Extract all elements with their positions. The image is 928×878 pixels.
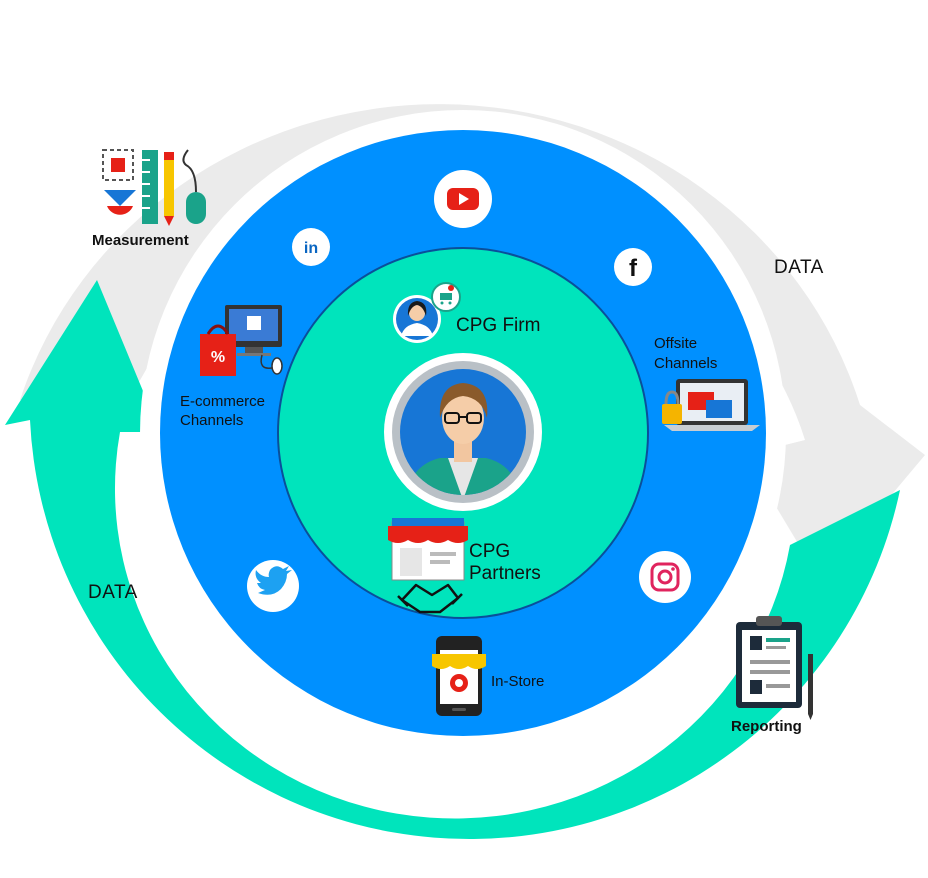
cpg-partners-label-line2: Partners (469, 563, 541, 584)
teal-cycle-arrow (5, 280, 900, 840)
svg-text:f: f (629, 255, 638, 282)
instagram-icon (639, 551, 691, 603)
in-store-phone-icon (432, 636, 486, 716)
twitter-icon (247, 560, 299, 612)
handshake-icon (397, 583, 463, 614)
measurement-tools-icon (102, 149, 206, 226)
in-store-label: In-Store (491, 673, 545, 690)
offsite-channels-label-line2: Channels (654, 355, 718, 372)
measurement-label: Measurement (92, 232, 189, 249)
offsite-channels-icon (662, 379, 760, 431)
ecommerce-channels-label-line2: Channels (180, 412, 244, 429)
data-label-top: DATA (774, 257, 824, 278)
reporting-label: Reporting (731, 718, 802, 735)
linkedin-icon: in (292, 228, 330, 266)
ecommerce-channels-label-line1: E-commerce (180, 393, 266, 410)
svg-text:%: % (211, 349, 225, 366)
youtube-icon (434, 170, 492, 228)
ecommerce-channels-icon: % (200, 305, 283, 376)
reporting-clipboard-icon (736, 616, 813, 720)
facebook-icon: f (614, 248, 652, 286)
cpg-firm-label: CPG Firm (456, 315, 541, 336)
offsite-channels-label-line1: Offsite (654, 335, 698, 352)
cpg-partners-label-line1: CPG (469, 541, 511, 562)
data-label-bottom: DATA (88, 582, 138, 603)
cpg-firm-icon (393, 282, 461, 343)
center-person-icon (384, 353, 542, 511)
cpg-partners-store-icon (388, 518, 468, 581)
svg-text:in: in (304, 240, 318, 257)
